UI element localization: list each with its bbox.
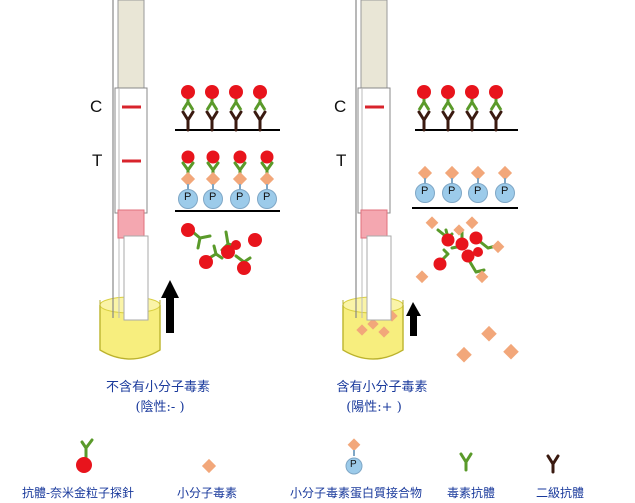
legend-label-secondary-antibody: 二級抗體 — [535, 486, 585, 500]
legend-label-toxin: 小分子毒素 — [176, 486, 238, 500]
test-strip — [112, 0, 149, 321]
panel-caption-result: (陽性:+ ) — [346, 400, 402, 415]
legend-label-toxin-antibody: 毒素抗體 — [446, 486, 496, 500]
control-line-label: C — [334, 97, 347, 116]
conjugate-letter: P — [184, 191, 192, 203]
legend-label-conjugate: 小分子毒素蛋白質接合物 — [289, 486, 423, 500]
legend-probe-icon — [76, 438, 94, 473]
legend-secondary-antibody-icon — [546, 454, 560, 474]
legend-conjugate-icon — [345, 438, 363, 475]
legend-toxin-antibody-icon — [459, 452, 473, 472]
negative-panel — [99, 0, 280, 360]
free-probes — [181, 223, 262, 275]
conjugate-letter: P — [474, 185, 482, 197]
conjugate-letter: P — [501, 185, 509, 197]
panel-caption-result: (陰性:- ) — [135, 400, 185, 415]
test-line-label: T — [336, 151, 347, 170]
test-zone-detail — [175, 150, 280, 212]
panel-caption: 含有小分子毒素 — [336, 380, 428, 395]
conjugate-letter: P — [209, 191, 217, 203]
conjugate-letter: P — [448, 185, 456, 197]
test-line-label: T — [92, 151, 103, 170]
test-strip — [355, 0, 392, 321]
legend-label-probe: 抗體-奈米金粒子探針 — [21, 486, 135, 500]
conjugate-letter: P — [421, 185, 429, 197]
control-zone-detail — [175, 85, 280, 132]
free-toxins — [456, 325, 519, 363]
legend — [76, 438, 560, 475]
legend-toxin-icon — [201, 458, 217, 474]
toxin-bound-probes — [415, 216, 505, 284]
panel-caption: 不含有小分子毒素 — [105, 380, 211, 395]
positive-panel — [342, 0, 519, 363]
control-line-label: C — [90, 97, 103, 116]
flow-arrow — [406, 302, 421, 336]
conjugate-letter: P — [236, 191, 244, 203]
test-zone-detail — [412, 165, 518, 209]
control-zone-detail — [415, 85, 518, 132]
conjugate-letter: P — [350, 459, 357, 470]
conjugate-letter: P — [263, 191, 271, 203]
flow-arrow — [161, 280, 179, 333]
